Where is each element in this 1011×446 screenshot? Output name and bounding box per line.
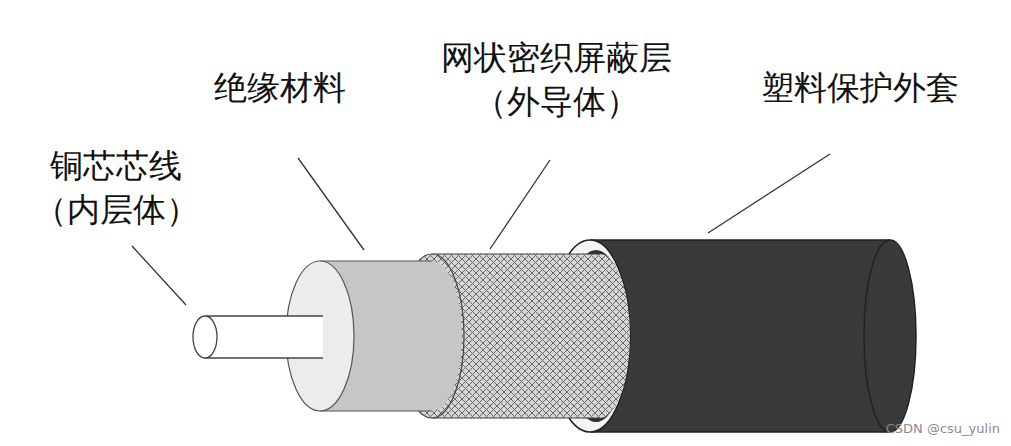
leader-lines: [132, 154, 830, 305]
part-label: 铜芯芯线 （内层体）: [31, 144, 201, 232]
watermark: CSDN @csu_yulin: [886, 421, 1000, 437]
part-label: 绝缘材料: [180, 66, 380, 110]
part-label: 网状密织屏蔽层 （外导体）: [431, 36, 681, 124]
part-label: 塑料保护外套: [730, 66, 990, 110]
copper-core: [193, 316, 323, 358]
plastic-jacket: [550, 240, 916, 432]
braided-shield: [400, 254, 630, 418]
